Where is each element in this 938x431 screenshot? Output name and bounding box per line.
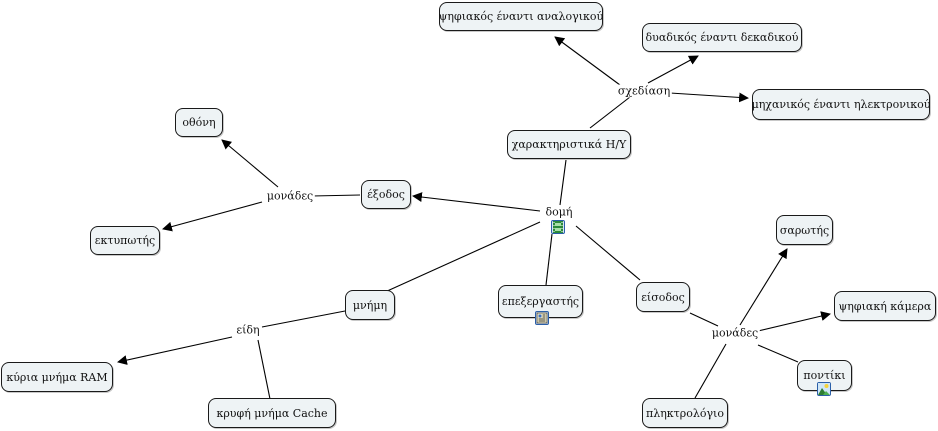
video-icon[interactable] <box>551 220 565 234</box>
concept-digital-vs-analog[interactable]: ψηφιακός έναντι αναλογικού <box>439 2 603 31</box>
concept-computer-characteristics[interactable]: χαρακτηριστικά Η/Υ <box>507 130 631 159</box>
concept-mechanical-vs-electronic[interactable]: μηχανικός έναντι ηλεκτρονικού <box>752 89 930 120</box>
link-phrase-design[interactable]: σχεδίαση <box>615 84 673 98</box>
concept-memory[interactable]: μνήμη <box>345 290 395 320</box>
concept-binary-vs-decimal[interactable]: δυαδικός έναντι δεκαδικού <box>642 23 802 52</box>
edge-units-screen <box>221 139 279 188</box>
edge-units-camera <box>757 311 831 332</box>
edge-units-scanner <box>739 248 788 326</box>
edge-output-units <box>311 194 361 197</box>
document-icon[interactable] <box>535 311 549 325</box>
image-icon[interactable] <box>817 382 831 396</box>
edge-units-mouse <box>757 344 799 363</box>
edge-design-mechanical <box>669 92 749 103</box>
edge-structure-processor <box>545 233 553 286</box>
edge-input-units <box>689 312 719 327</box>
edge-design-digital <box>554 36 621 86</box>
concept-keyboard[interactable]: πληκτρολόγιο <box>642 398 728 428</box>
link-phrase-input-units[interactable]: μονάδες <box>709 326 761 340</box>
concept-printer[interactable]: εκτυπωτής <box>90 226 160 255</box>
concept-output[interactable]: έξοδος <box>361 180 411 209</box>
edge-structure-input <box>575 225 641 281</box>
concept-digital-camera[interactable]: ψηφιακή κάμερα <box>834 291 936 321</box>
link-phrase-output-units[interactable]: μονάδες <box>264 189 316 203</box>
concept-input[interactable]: είσοδος <box>636 282 690 312</box>
link-phrase-types[interactable]: είδη <box>234 323 262 337</box>
edge-design-binary <box>647 55 699 84</box>
edge-characteristics-design <box>589 96 631 129</box>
concept-main-memory-ram[interactable]: κύρια μνήμα RAM <box>1 362 113 392</box>
edge-units-printer <box>162 201 263 232</box>
link-phrase-structure[interactable]: δομή <box>543 205 575 219</box>
edge-memory-types <box>261 310 346 328</box>
edge-structure-memory <box>384 221 541 293</box>
edge-structure-output <box>412 192 541 212</box>
edge-types-cache <box>257 339 271 400</box>
concept-scanner[interactable]: σαρωτής <box>776 215 833 245</box>
edge-types-ram <box>117 336 233 365</box>
concept-cache-memory[interactable]: κρυφή μνήμα Cache <box>208 398 336 428</box>
concept-screen[interactable]: οθόνη <box>175 108 223 137</box>
edge-characteristics-structure <box>559 159 567 206</box>
edge-units-keyboard <box>694 343 727 399</box>
concept-mouse[interactable]: ποντίκι <box>797 360 852 391</box>
